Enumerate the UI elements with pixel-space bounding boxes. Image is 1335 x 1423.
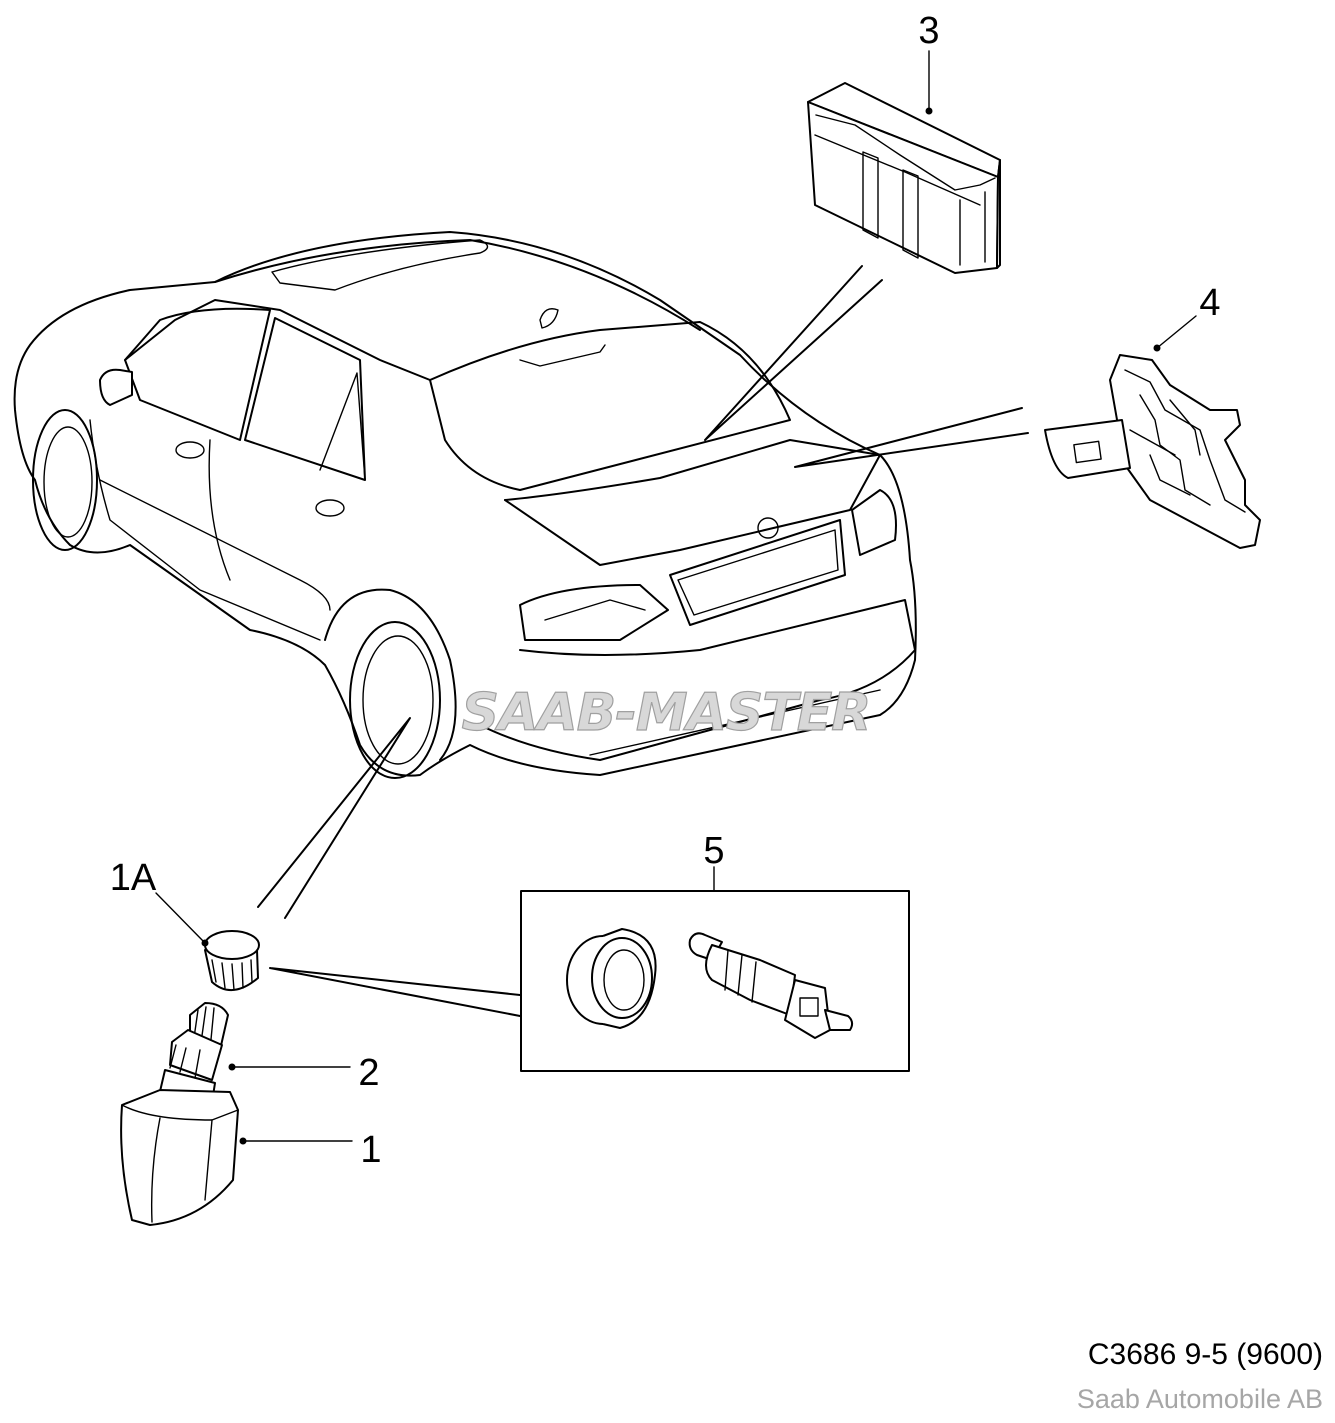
part-1a-valve-cap: [204, 930, 260, 991]
callout-4: 4: [1199, 282, 1220, 324]
diagram-code-caption: C3686 9-5 (9600): [1087, 1338, 1323, 1371]
rear-wheel: [324, 588, 457, 779]
pointer-lines: [257, 265, 1029, 1017]
part-1-pressure-sensor: [120, 1089, 239, 1226]
leader-lines: [155, 50, 1197, 1145]
part-4-bracket: [1044, 354, 1261, 549]
part-5-kit: [520, 890, 910, 1072]
callout-5: 5: [703, 830, 724, 872]
callout-1: 1: [360, 1129, 381, 1171]
callout-1a: 1A: [110, 857, 157, 899]
part-5-frame: [520, 890, 910, 1072]
callout-2: 2: [358, 1052, 379, 1094]
watermark-text: SAAB-MASTER: [462, 683, 871, 743]
sealing-ring: [566, 928, 657, 1029]
callout-3: 3: [918, 10, 939, 52]
publisher-caption: Saab Automobile AB: [1076, 1384, 1323, 1414]
part-3-control-module: [807, 82, 1001, 274]
front-wheel: [32, 409, 98, 551]
car-rear-three-quarter-view: [13, 231, 917, 779]
valve-core: [688, 932, 854, 1039]
